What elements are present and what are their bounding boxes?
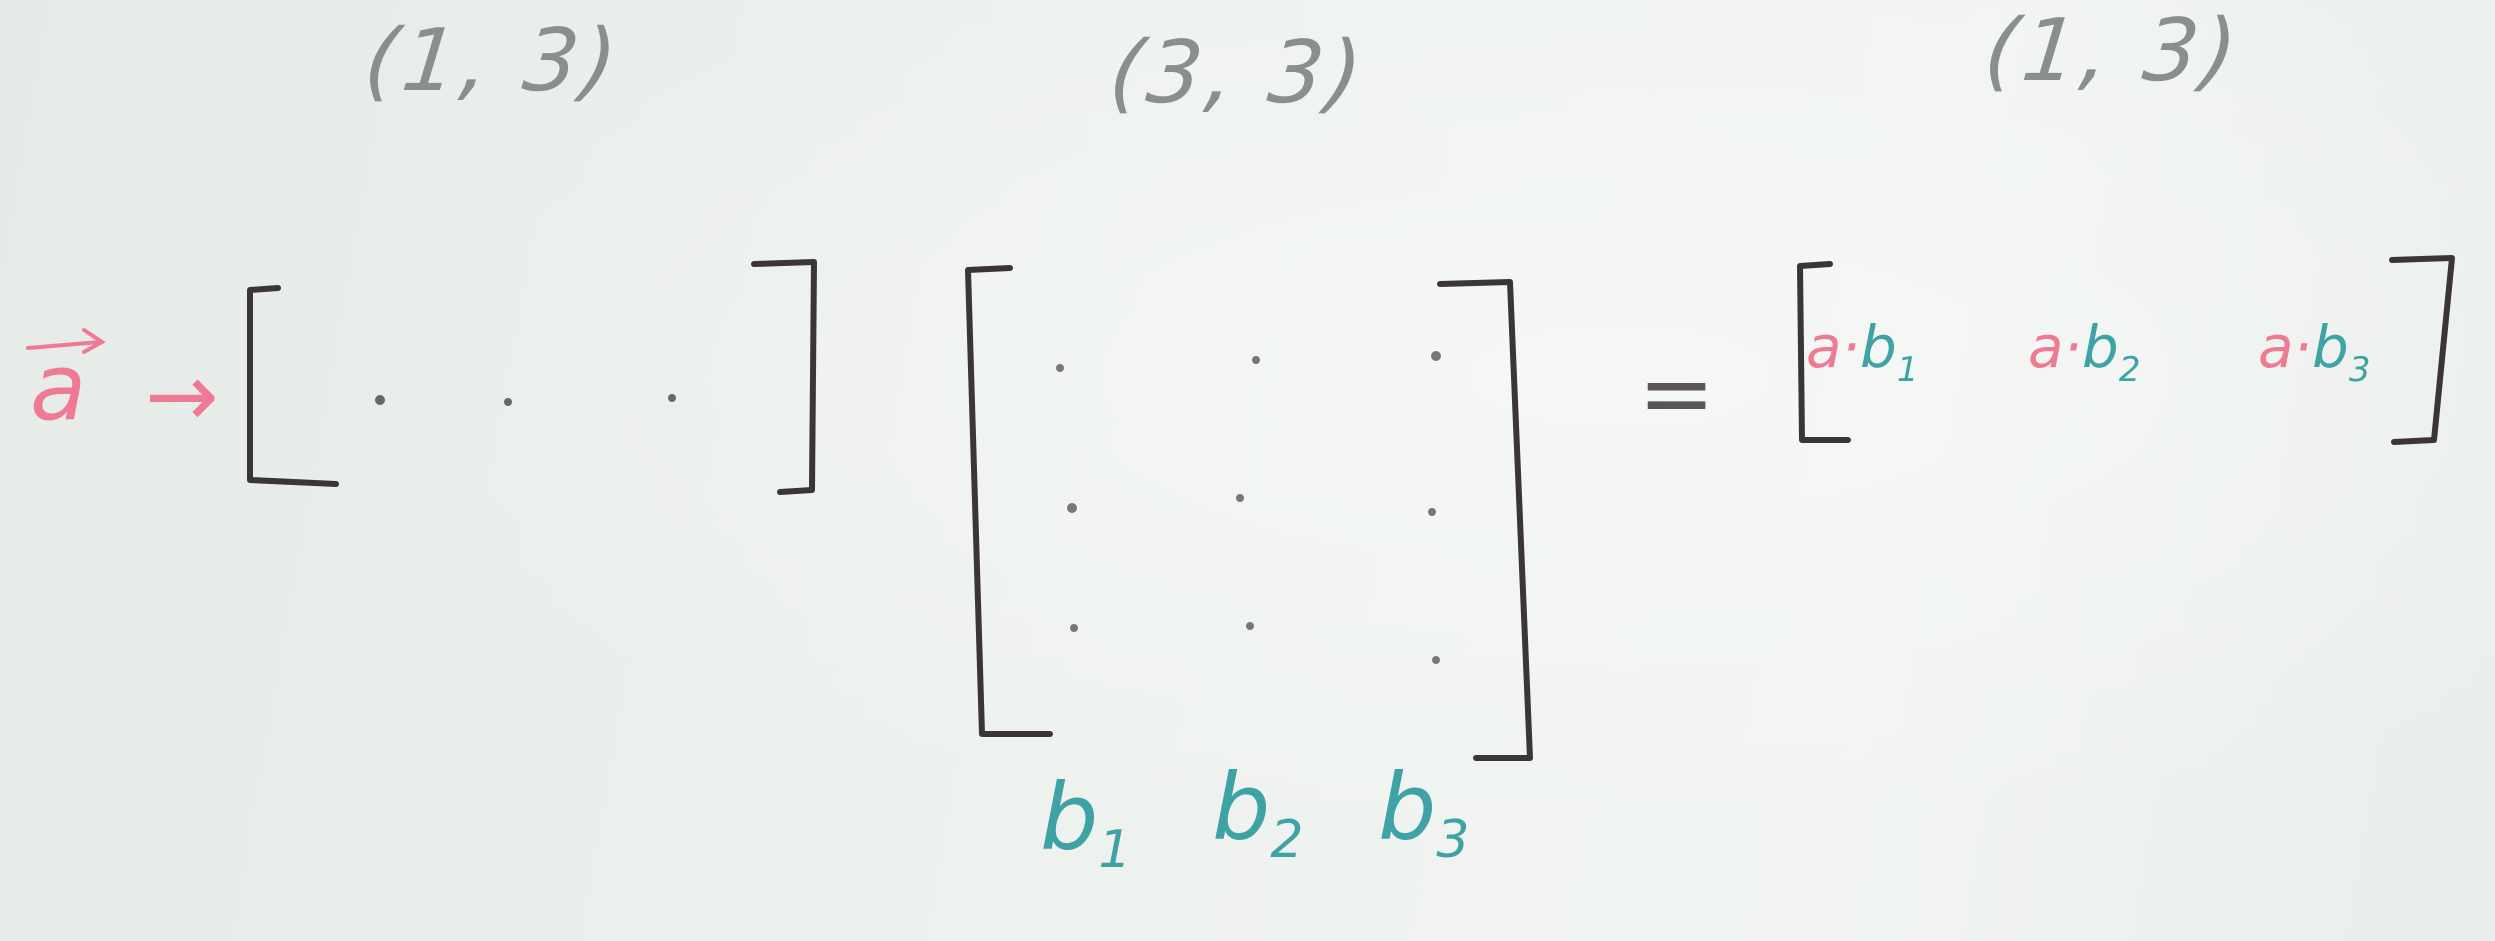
row-vector-left-bracket xyxy=(247,285,339,487)
row-entry-3 xyxy=(668,394,676,402)
vector-overline-icon xyxy=(26,328,106,354)
result-entry-3: a·b3 xyxy=(2258,313,2371,390)
result-entry-1: a·b1 xyxy=(1806,313,1919,390)
matrix-entry-1-1 xyxy=(1056,364,1064,372)
column-label-b3: b3 xyxy=(1378,754,1470,870)
matrix-entry-1-3 xyxy=(1431,351,1441,361)
matrix-entry-2-3 xyxy=(1428,508,1436,516)
column-label-b2: b2 xyxy=(1212,754,1304,870)
vector-a-arrow: → xyxy=(145,344,219,447)
column-label-b1: b1 xyxy=(1040,764,1132,880)
vector-a-letter: a xyxy=(30,334,87,441)
matrix-entry-3-1 xyxy=(1070,624,1078,632)
result-right-bracket xyxy=(2389,255,2455,445)
matrix-entry-2-2 xyxy=(1236,494,1244,502)
row-entry-2 xyxy=(504,398,512,406)
matrix-right-bracket xyxy=(1437,279,1533,761)
matrix-entry-3-3 xyxy=(1432,656,1440,664)
equals-sign: = xyxy=(1638,340,1716,447)
result-entry-2: a·b2 xyxy=(2028,313,2141,390)
row-vector-entries xyxy=(375,394,676,406)
row-vector-right-bracket xyxy=(751,259,817,495)
vector-a-label: a xyxy=(22,300,112,440)
matrix-entry-2-1 xyxy=(1067,503,1077,513)
matrix-entry-1-2 xyxy=(1252,356,1260,364)
matrix-entries xyxy=(1056,351,1441,664)
row-entry-1 xyxy=(375,395,385,405)
result-left-bracket xyxy=(1797,261,1851,443)
matrix-entry-3-2 xyxy=(1246,622,1254,630)
matrix-left-bracket xyxy=(965,265,1053,737)
